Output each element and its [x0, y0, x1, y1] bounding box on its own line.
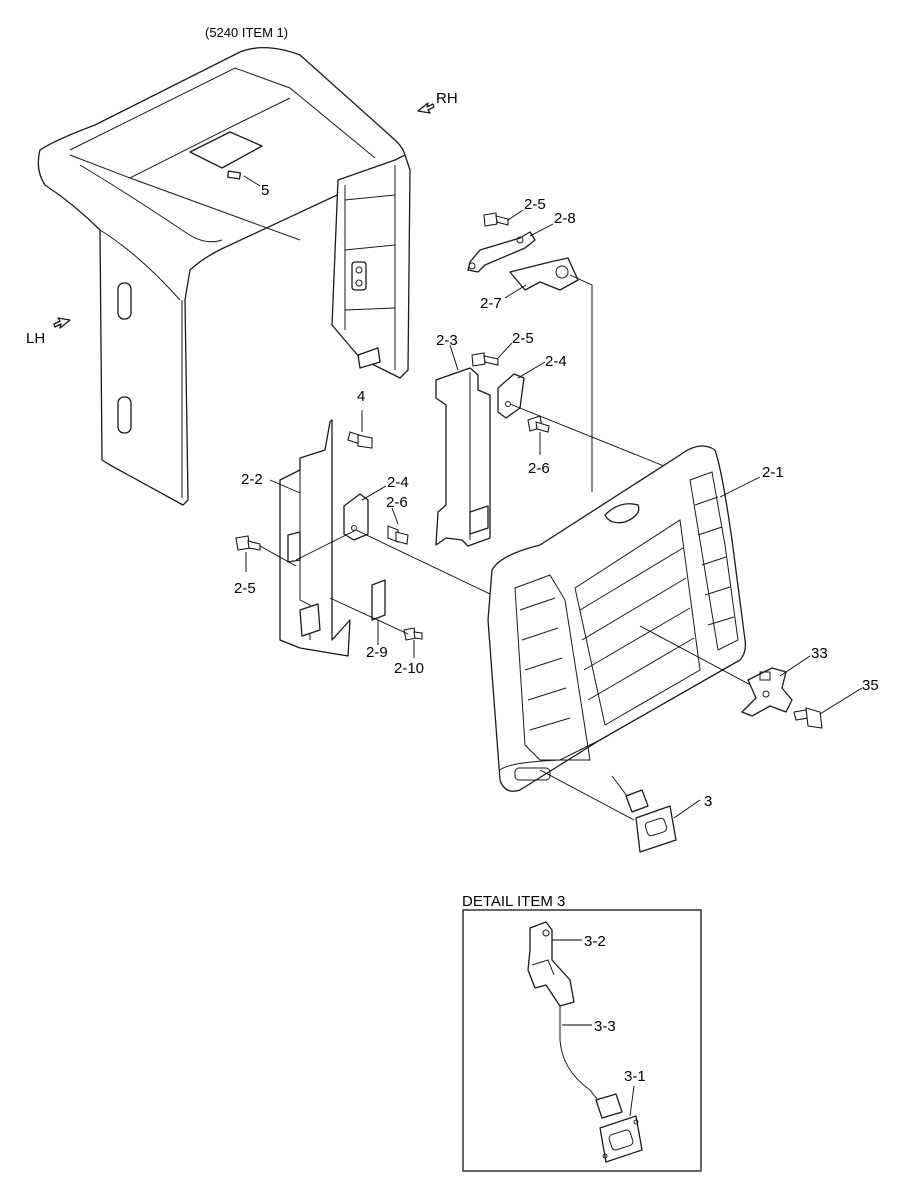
- cab-canopy: [37, 47, 411, 506]
- callout-2-2: 2-2: [241, 471, 263, 488]
- callout-4: 4: [357, 388, 365, 405]
- lh-label: LH: [26, 330, 45, 347]
- callout-2-5-middle: 2-5: [512, 330, 534, 347]
- callout-2-5-top: 2-5: [524, 196, 546, 213]
- callout-3-1: 3-1: [624, 1068, 646, 1085]
- callout-2-8: 2-8: [554, 210, 576, 227]
- leader-35: [819, 687, 863, 715]
- leader-2-2: [269, 479, 301, 494]
- leader-2-3: [449, 344, 459, 371]
- leader-2-8: [529, 223, 554, 237]
- callout-2-10: 2-10: [394, 660, 424, 677]
- callout-3-3: 3-3: [594, 1018, 616, 1035]
- callout-3: 3: [704, 793, 712, 810]
- bolt-2-6-upper: [527, 415, 550, 433]
- leader-2-7-to-grille: [569, 274, 593, 492]
- bolt-35: [793, 707, 823, 729]
- leader-33: [779, 655, 811, 677]
- bracket-2-7: [509, 257, 579, 291]
- latch-3: [611, 775, 677, 853]
- callout-35: 35: [862, 677, 879, 694]
- bolt-2-5-top: [483, 212, 509, 227]
- callout-33: 33: [811, 645, 828, 662]
- bolt-2-5-lower: [235, 535, 261, 551]
- reference-label: (5240 ITEM 1): [205, 25, 288, 40]
- leader-grille-to-33: [639, 625, 761, 691]
- callout-2-5-lower: 2-5: [234, 580, 256, 597]
- callout-2-9: 2-9: [366, 644, 388, 661]
- leader-2-1: [719, 476, 761, 498]
- plate-2-9: [371, 579, 386, 621]
- callout-2-4-lower: 2-4: [387, 474, 409, 491]
- detail-bracket-3-2: [527, 921, 575, 1007]
- lh-arrow-icon: [53, 317, 71, 329]
- leader-2-9-link: [329, 597, 409, 635]
- bolt-4: [347, 431, 373, 449]
- rh-arrow-icon: [417, 102, 435, 114]
- detail-frame: [462, 909, 702, 1172]
- leader-3-1: [629, 1085, 635, 1117]
- callout-2-6-lower: 2-6: [386, 494, 408, 511]
- leader-2-4-upper: [517, 361, 546, 379]
- rh-label: RH: [436, 90, 458, 107]
- detail-handle-3-1: [595, 1093, 643, 1163]
- leader-2-2-to-grille: [355, 529, 491, 595]
- callout-2-7: 2-7: [480, 295, 502, 312]
- bolt-2-10: [403, 627, 423, 641]
- leader-3: [673, 799, 701, 819]
- callout-5: 5: [261, 182, 269, 199]
- leader-2-5-top: [507, 209, 524, 221]
- bolt-2-6-lower: [387, 525, 409, 545]
- plate-2-4-upper: [497, 373, 525, 419]
- leader-2-5-middle: [497, 342, 513, 359]
- callout-2-1: 2-1: [762, 464, 784, 481]
- leader-mount-link: [295, 529, 357, 561]
- leader-2-7: [504, 284, 527, 299]
- detail-title: DETAIL ITEM 3: [462, 893, 565, 910]
- mount-2-2: [279, 419, 351, 657]
- bracket-2-8: [467, 231, 536, 273]
- bolt-2-5-middle: [471, 352, 499, 367]
- callout-2-3: 2-3: [436, 332, 458, 349]
- leader-2-5-to-mount: [259, 545, 297, 567]
- bracket-33: [741, 667, 793, 717]
- leader-2-4-to-grille: [509, 403, 665, 467]
- detail-cable-3-3: [559, 1006, 605, 1109]
- leader-2-6-lower: [391, 507, 399, 525]
- plate-2-4-lower: [343, 493, 369, 541]
- callout-2-6-upper: 2-6: [528, 460, 550, 477]
- callout-3-2: 3-2: [584, 933, 606, 950]
- callout-2-4-upper: 2-4: [545, 353, 567, 370]
- leader-grille-to-latch: [539, 769, 635, 821]
- leader-2-4-lower: [361, 485, 387, 501]
- leader-5: [243, 175, 261, 187]
- grille-2-1: [487, 445, 747, 792]
- post-2-3: [435, 367, 491, 547]
